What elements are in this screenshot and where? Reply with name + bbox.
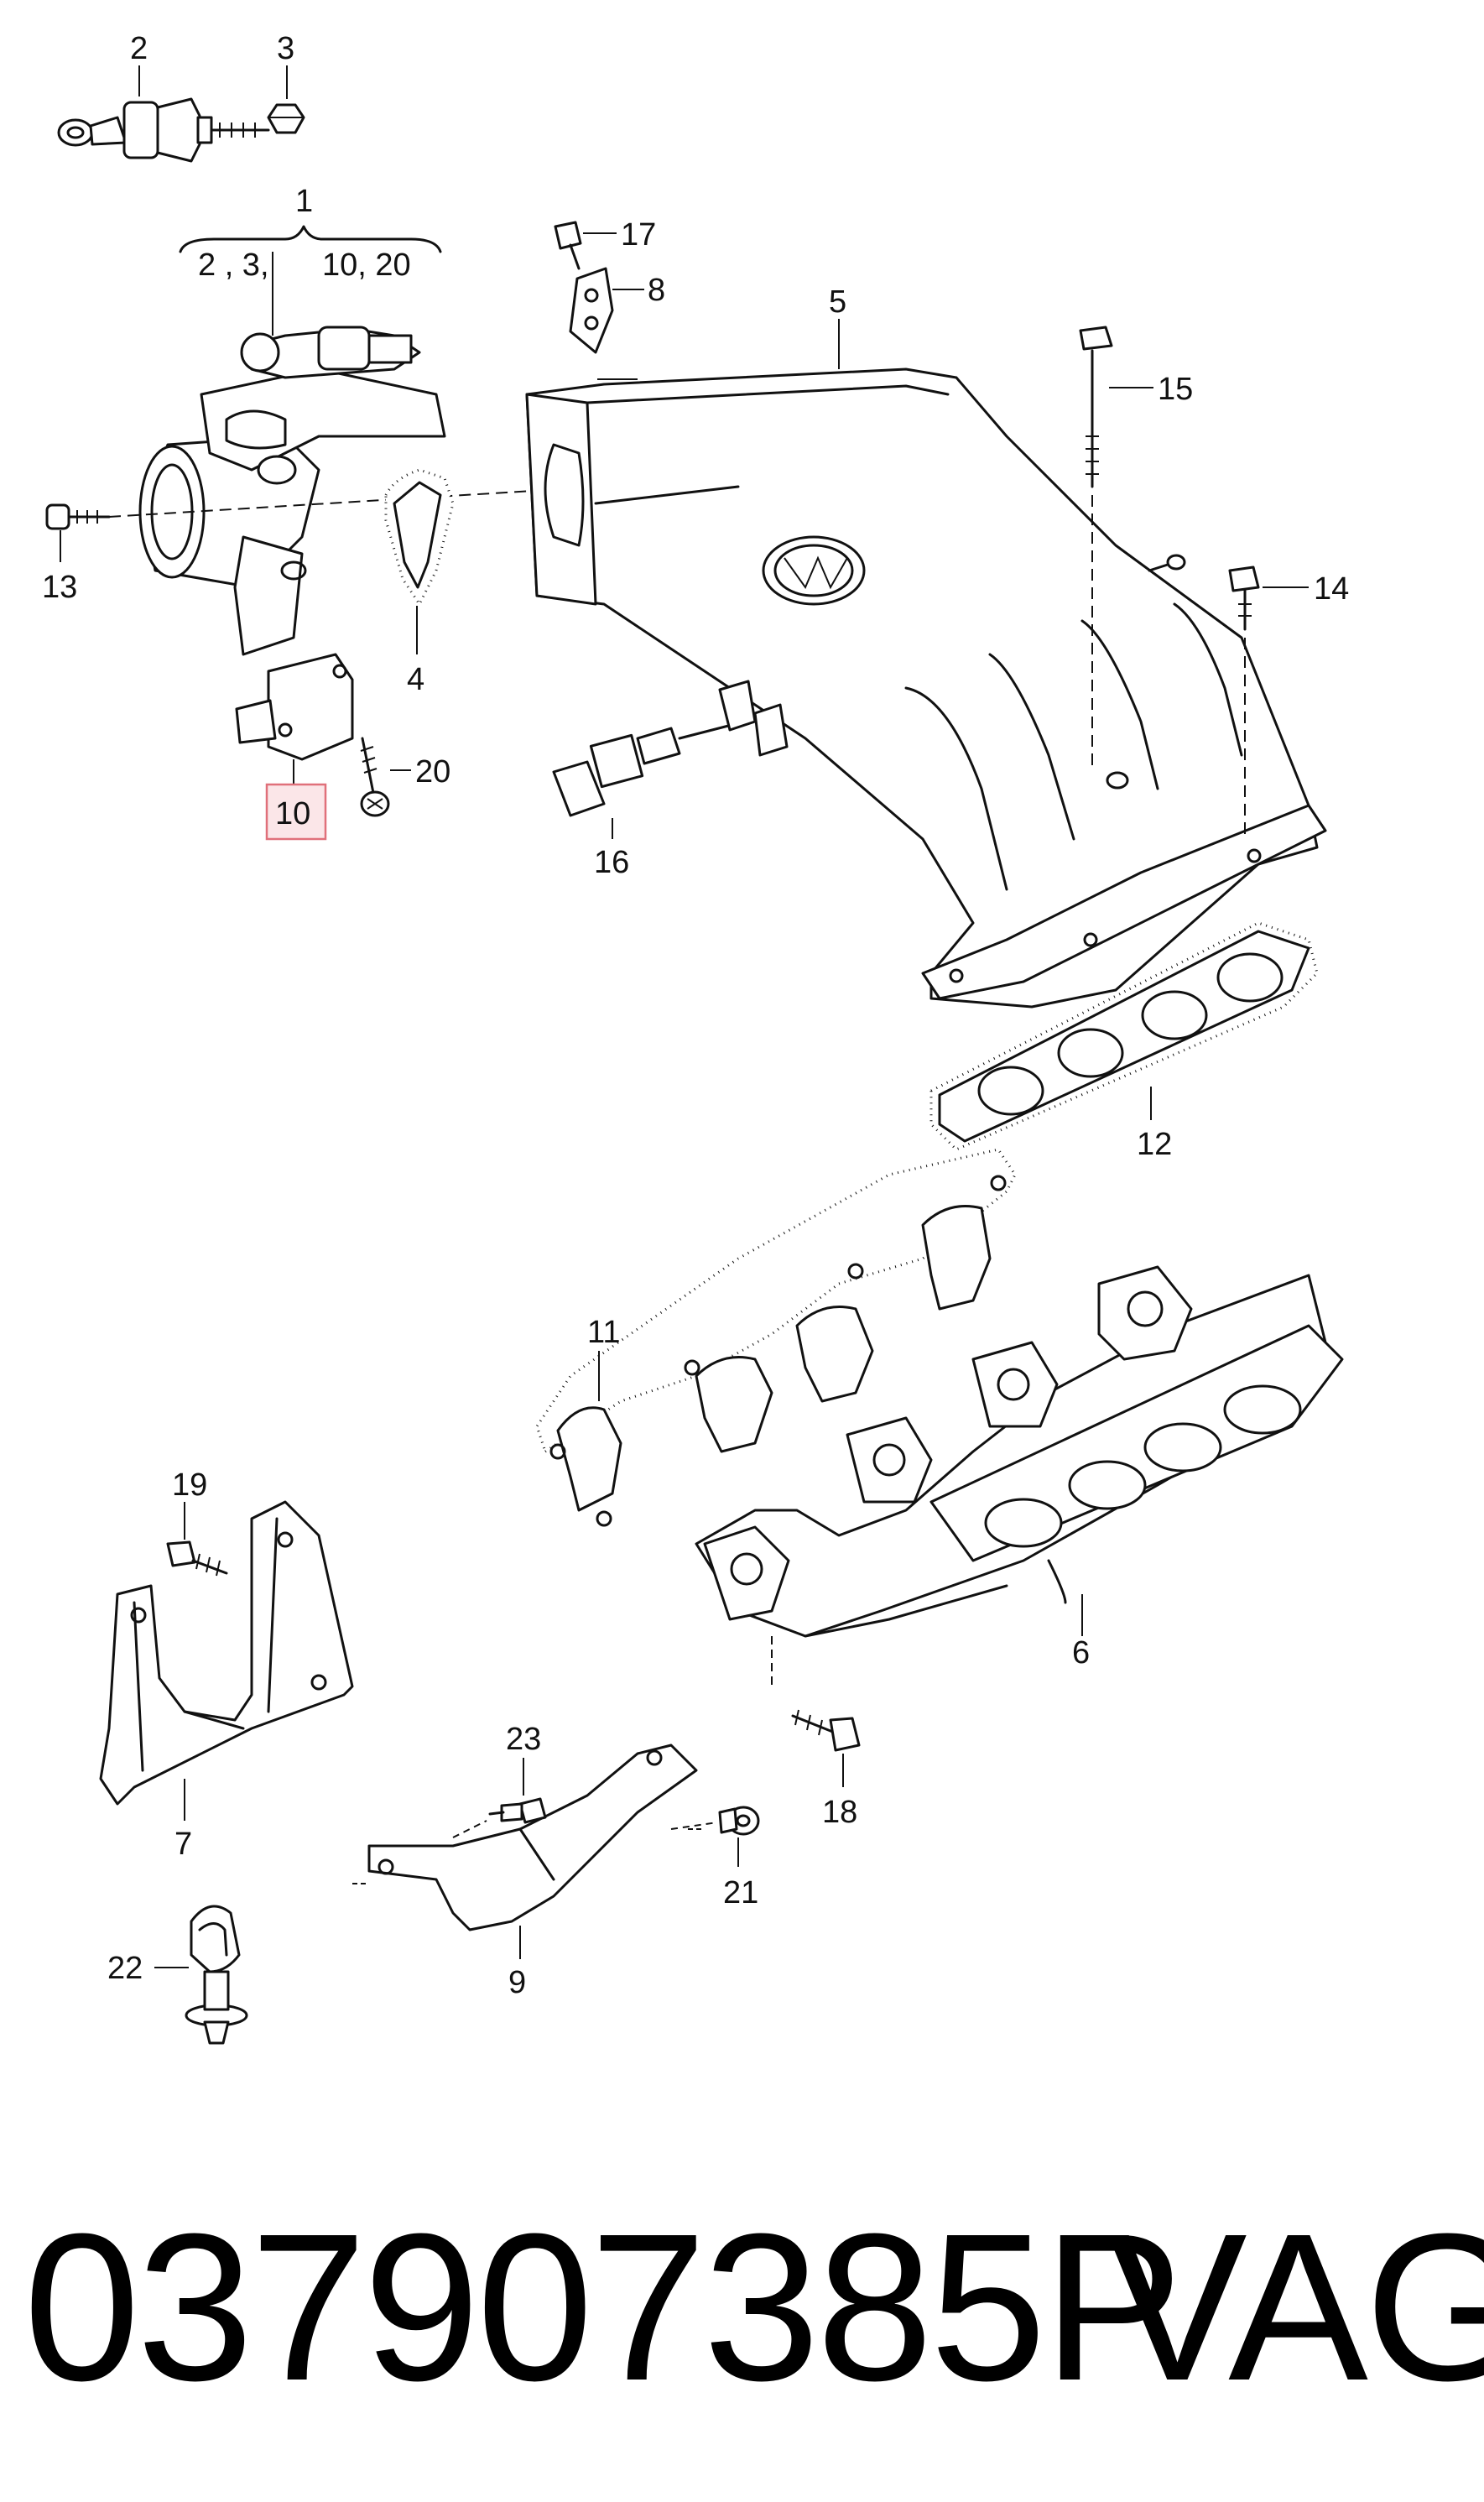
- callout-17: 17: [621, 217, 656, 253]
- callout-14: 14: [1314, 571, 1349, 607]
- part-19-bolt: [166, 1540, 228, 1577]
- callout-5: 5: [829, 284, 846, 320]
- callout-23: 23: [506, 1722, 541, 1757]
- callout-19: 19: [172, 1467, 207, 1503]
- part-8-bracket: [569, 267, 614, 354]
- part-16-sensor: [552, 680, 789, 817]
- callout-1: 1: [295, 184, 313, 219]
- part-5-intake-manifold: [525, 367, 1327, 1009]
- callout-1-sub-left: 2 , 3,: [198, 248, 269, 283]
- callout-1-sub-right: 10, 20: [322, 248, 411, 283]
- part-10-throttle-sensor: [235, 653, 354, 761]
- callout-4: 4: [407, 662, 424, 697]
- part-4-gasket: [384, 468, 455, 607]
- part-18-bolt: [771, 1636, 861, 1752]
- exploded-parts-diagram: 2 3 1 2 , 3, 10, 20 10 20: [42, 31, 1349, 2045]
- part-1-throttle-body: [138, 326, 446, 656]
- part-17-screw: [554, 221, 582, 270]
- callout-22: 22: [107, 1951, 143, 1986]
- callout-18: 18: [822, 1795, 857, 1830]
- part-22-clip: [185, 1905, 248, 2045]
- part-6-exhaust-manifold: [695, 1265, 1344, 1638]
- callout-8: 8: [648, 273, 665, 308]
- part-20-screw: [360, 737, 390, 817]
- callout-3: 3: [277, 31, 294, 66]
- callout-13: 13: [42, 570, 77, 605]
- callout-10-highlight: [265, 783, 327, 841]
- part-number: 037907385P: [23, 2190, 1183, 2424]
- callout-21: 21: [723, 1875, 758, 1910]
- part-15-bolt: [1079, 326, 1113, 772]
- callout-12: 12: [1137, 1127, 1172, 1162]
- part-23-bolt: [452, 1797, 547, 1838]
- callout-11: 11: [587, 1315, 620, 1350]
- part-14-screw: [1228, 566, 1260, 839]
- group-1-brace: [179, 225, 442, 253]
- callout-16: 16: [594, 845, 629, 880]
- callout-10: 10: [275, 796, 310, 831]
- callout-15: 15: [1158, 372, 1193, 407]
- part-21-screw: [670, 1806, 760, 1836]
- part-11-exhaust-gasket: [535, 1148, 1017, 1527]
- brand-name: VAG: [1107, 2190, 1484, 2424]
- callout-6: 6: [1072, 1635, 1090, 1671]
- part-12-gasket: [929, 921, 1319, 1151]
- part-number-footer: 037907385P VAG: [0, 2181, 1484, 2433]
- callout-9: 9: [508, 1965, 526, 2000]
- part-9-bracket: [352, 1744, 705, 1931]
- callout-7: 7: [174, 1827, 192, 1862]
- part-2-valve: [57, 97, 270, 163]
- part-3-nut: [267, 103, 305, 134]
- part-13-screw: [45, 503, 111, 530]
- part-7-heat-shield: [99, 1500, 354, 1806]
- callout-2: 2: [130, 31, 148, 66]
- callout-20: 20: [415, 754, 450, 790]
